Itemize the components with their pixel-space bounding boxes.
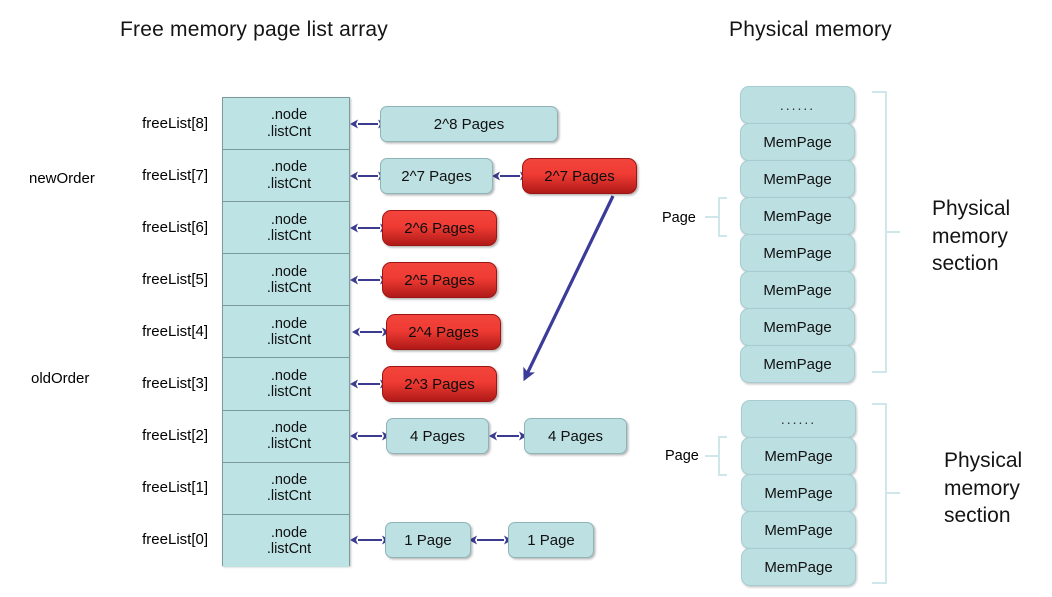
physical-memory-section-label-upper: Physical memory section xyxy=(932,195,1010,278)
node-2-5-pages[interactable]: 2^5 Pages xyxy=(382,262,497,298)
array-cell-2[interactable]: .node .listCnt xyxy=(223,410,349,463)
node-4-pages-second[interactable]: 4 Pages xyxy=(524,418,627,454)
row-label-freelist-0: freeList[0] xyxy=(142,531,208,548)
mem-page-lower-3[interactable]: MemPage xyxy=(741,511,856,549)
array-cell-3[interactable]: .node .listCnt xyxy=(223,358,349,411)
page-label-upper: Page xyxy=(662,210,696,226)
section-line-2: memory xyxy=(932,224,1008,248)
node-2-6-pages[interactable]: 2^6 Pages xyxy=(382,210,497,246)
section-bracket-lower xyxy=(872,403,887,584)
section-line-1: Physical xyxy=(944,449,1023,472)
array-cell-4[interactable]: .node .listCnt xyxy=(223,306,349,359)
node-1-page-second[interactable]: 1 Page xyxy=(508,522,594,558)
cell-node-text: .node xyxy=(270,107,308,124)
left-title: Free memory page list array xyxy=(120,18,388,41)
section-line-3: section xyxy=(944,504,1011,528)
cell-listcnt-text: .listCnt xyxy=(266,175,312,192)
cell-listcnt-text: .listCnt xyxy=(266,279,312,296)
cell-node-text: .node xyxy=(270,211,308,228)
mem-page-upper-6[interactable]: MemPage xyxy=(740,308,855,346)
cell-listcnt-text: .listCnt xyxy=(266,384,312,401)
cell-node-text: .node xyxy=(270,315,308,332)
node-2-7-pages-free[interactable]: 2^7 Pages xyxy=(380,158,493,194)
row-label-freelist-8: freeList[8] xyxy=(142,115,208,132)
cell-node-text: .node xyxy=(270,471,308,488)
cell-node-text: .node xyxy=(270,367,308,384)
section-line-1: Physical xyxy=(932,197,1011,220)
cell-listcnt-text: .listCnt xyxy=(266,488,312,505)
node-2-7-pages-allocated[interactable]: 2^7 Pages xyxy=(522,158,637,194)
cell-listcnt-text: .listCnt xyxy=(266,331,312,348)
array-cell-7[interactable]: .node .listCnt xyxy=(223,150,349,203)
node-1-page-first[interactable]: 1 Page xyxy=(385,522,471,558)
section-line-2: memory xyxy=(944,476,1020,500)
mem-page-upper-5[interactable]: MemPage xyxy=(740,271,855,309)
cell-listcnt-text: .listCnt xyxy=(266,540,312,557)
mem-page-lower-1[interactable]: MemPage xyxy=(741,437,856,475)
new-order-label: newOrder xyxy=(29,170,95,187)
array-cell-8[interactable]: .node .listCnt xyxy=(223,98,349,151)
dots-label: ...... xyxy=(780,411,817,427)
row-label-freelist-1: freeList[1] xyxy=(142,479,208,496)
page-bracket-upper xyxy=(718,197,727,237)
cell-node-text: .node xyxy=(270,419,308,436)
cell-node-text: .node xyxy=(270,524,308,541)
mem-dots-lower: ...... xyxy=(741,400,856,438)
section-bracket-upper xyxy=(872,91,887,373)
array-cell-6[interactable]: .node .listCnt xyxy=(223,202,349,255)
node-2-8-pages[interactable]: 2^8 Pages xyxy=(380,106,558,142)
row-label-freelist-3: freeList[3] xyxy=(142,375,208,392)
mem-page-upper-2[interactable]: MemPage xyxy=(740,160,855,198)
old-order-label: oldOrder xyxy=(31,370,90,387)
mem-page-lower-2[interactable]: MemPage xyxy=(741,474,856,512)
row-label-freelist-7: freeList[7] xyxy=(142,167,208,184)
section-line-3: section xyxy=(932,252,999,276)
cell-node-text: .node xyxy=(270,263,308,280)
mem-page-lower-4[interactable]: MemPage xyxy=(741,548,856,586)
array-cell-1[interactable]: .node .listCnt xyxy=(223,462,349,515)
array-cell-5[interactable]: .node .listCnt xyxy=(223,254,349,307)
freelist-array: .node .listCnt .node .listCnt .node .lis… xyxy=(222,97,350,567)
row-label-freelist-2: freeList[2] xyxy=(142,427,208,444)
mem-page-upper-4[interactable]: MemPage xyxy=(740,234,855,272)
row-label-freelist-4: freeList[4] xyxy=(142,323,208,340)
cell-listcnt-text: .listCnt xyxy=(266,123,312,140)
cell-listcnt-text: .listCnt xyxy=(266,227,312,244)
mem-page-upper-1[interactable]: MemPage xyxy=(740,123,855,161)
right-title: Physical memory xyxy=(729,18,892,41)
page-bracket-lower xyxy=(718,436,727,476)
mem-dots-upper: ...... xyxy=(740,86,855,124)
node-2-3-pages[interactable]: 2^3 Pages xyxy=(382,366,497,402)
mem-page-upper-3[interactable]: MemPage xyxy=(740,197,855,235)
mem-page-upper-7[interactable]: MemPage xyxy=(740,345,855,383)
physical-memory-section-label-lower: Physical memory section xyxy=(944,447,1022,530)
row-label-freelist-5: freeList[5] xyxy=(142,271,208,288)
node-2-4-pages[interactable]: 2^4 Pages xyxy=(386,314,501,350)
array-cell-0[interactable]: .node .listCnt xyxy=(223,514,349,567)
split-arrow-icon xyxy=(523,195,615,382)
page-label-lower: Page xyxy=(665,448,699,464)
dots-label: ...... xyxy=(779,97,816,113)
cell-node-text: .node xyxy=(270,159,308,176)
row-label-freelist-6: freeList[6] xyxy=(142,219,208,236)
cell-listcnt-text: .listCnt xyxy=(266,436,312,453)
node-4-pages-first[interactable]: 4 Pages xyxy=(386,418,489,454)
